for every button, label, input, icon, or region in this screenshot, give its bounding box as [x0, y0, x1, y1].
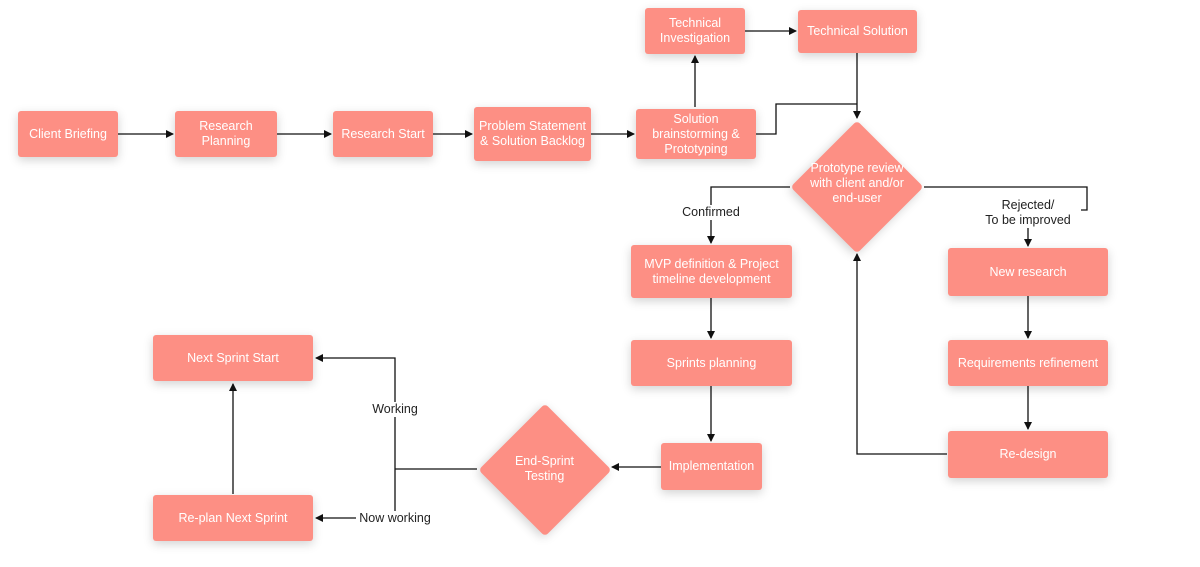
- solution-brainstorming-node: Solution brainstorming & Prototyping: [636, 109, 756, 159]
- sprints-planning-node: Sprints planning: [631, 340, 792, 386]
- implementation-node: Implementation: [661, 443, 762, 490]
- requirements-refinement-node: Requirements refinement: [948, 340, 1108, 386]
- edge-redesign-to-review: [853, 253, 947, 455]
- research-planning-node: Research Planning: [175, 111, 277, 157]
- next-sprint-start-node: Next Sprint Start: [153, 335, 313, 381]
- redesign-node: Re-design: [948, 431, 1108, 478]
- edge-label-working: Working: [368, 402, 422, 417]
- technical-investigation-node: Technical Investigation: [645, 8, 745, 54]
- prototype-review-decision: Prototype review with client and/or end-…: [790, 120, 924, 254]
- technical-solution-node: Technical Solution: [798, 10, 917, 53]
- edge-label-rejected: Rejected/ To be improved: [975, 198, 1081, 228]
- edge-testing-working: [315, 354, 396, 469]
- edge-review-confirmed: [707, 186, 790, 244]
- end-sprint-testing-label: End-Sprint Testing: [514, 453, 575, 483]
- new-research-node: New research: [948, 248, 1108, 296]
- edge-label-now-working: Now working: [356, 511, 434, 526]
- edge-label-confirmed: Confirmed: [679, 205, 743, 220]
- client-briefing-node: Client Briefing: [18, 111, 118, 157]
- problem-statement-node: Problem Statement & Solution Backlog: [474, 107, 591, 161]
- end-sprint-testing-decision: End-Sprint Testing: [477, 402, 612, 537]
- replan-next-sprint-node: Re-plan Next Sprint: [153, 495, 313, 541]
- edge-brainstorming-to-review: [756, 103, 857, 135]
- prototype-review-label: Prototype review with client and/or end-…: [810, 160, 904, 205]
- research-start-node: Research Start: [333, 111, 433, 157]
- mvp-definition-node: MVP definition & Project timeline develo…: [631, 245, 792, 298]
